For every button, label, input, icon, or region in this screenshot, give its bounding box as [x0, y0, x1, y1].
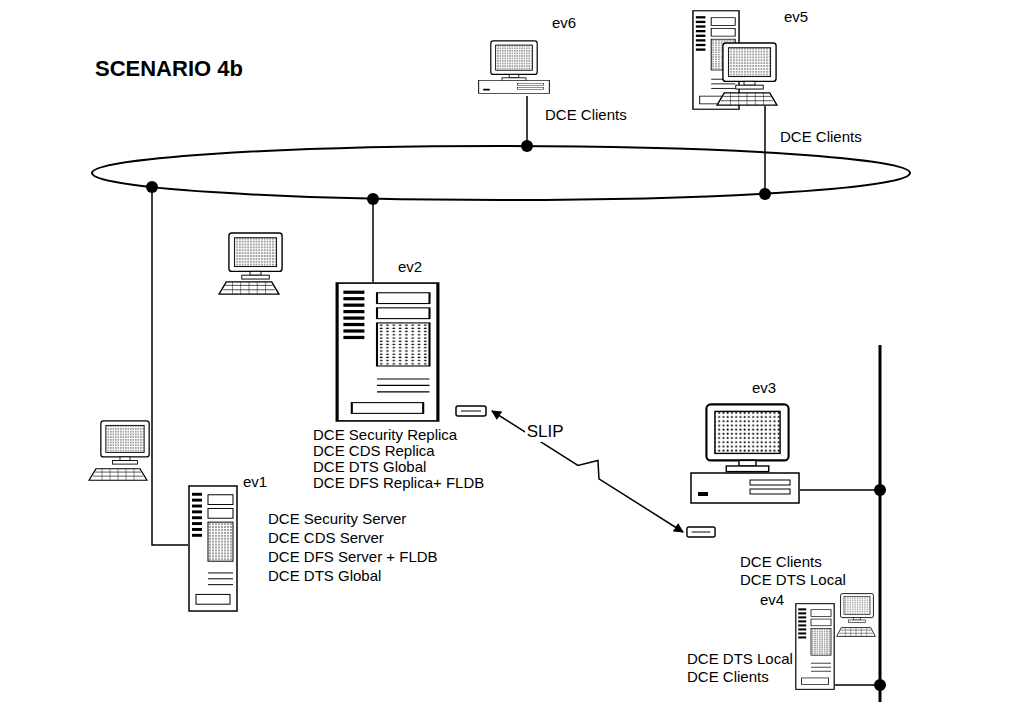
lan-bus: [879, 345, 882, 702]
host-node: ev1DCE Security ServerDCE CDS ServerDCE …: [188, 485, 240, 612]
network-tap: [874, 679, 886, 691]
service-label: DCE DTS Global: [268, 567, 381, 585]
host-name: ev6: [552, 14, 576, 32]
host-node: ev3DCE ClientsDCE DTS Local: [683, 400, 800, 542]
network-tap: [367, 193, 379, 205]
service-label: DCE DTS Local: [740, 571, 846, 589]
service-label: DCE Clients: [740, 553, 822, 571]
keyboard-icon: [219, 282, 279, 294]
network-drop: [835, 684, 880, 686]
host-node: ev5DCE Clients: [690, 8, 780, 108]
service-label: DCE CDS Server: [268, 529, 384, 547]
host-name: ev5: [784, 8, 808, 26]
service-label: DCE Clients: [780, 128, 862, 146]
network-tap: [759, 188, 771, 200]
monitor-icon: [723, 43, 776, 89]
monitor-icon: [229, 233, 282, 279]
modem-icon: [456, 406, 486, 416]
network-drop: [764, 106, 766, 194]
network-drop: [526, 96, 528, 146]
keyboard-icon: [89, 469, 147, 480]
host-node: ev6DCE Clients: [470, 40, 550, 96]
modem-icon: [687, 527, 715, 537]
service-label: DCE Clients: [687, 668, 769, 686]
tower-icon: [337, 283, 438, 421]
monitor-icon: [841, 594, 874, 623]
slip-link: [492, 411, 683, 532]
diagram-title: SCENARIO 4b: [95, 56, 243, 82]
tower-icon: [189, 486, 237, 611]
network-tap: [874, 484, 886, 496]
service-label: DCE DFS Server + FLDB: [268, 548, 438, 566]
service-label: DCE Security Server: [268, 510, 406, 528]
host-name: ev4: [760, 591, 784, 609]
host-name: ev3: [752, 379, 776, 397]
desktop-icon: [691, 473, 799, 503]
monitor-icon: [706, 404, 788, 471]
host-name: ev1: [243, 473, 267, 491]
network-tap: [146, 181, 158, 193]
monitor-icon: [101, 421, 149, 464]
service-label: DCE Clients: [545, 106, 627, 124]
network-ring: [92, 146, 910, 200]
tower-icon: [796, 604, 834, 690]
network-drop: [152, 187, 188, 545]
network-tap: [521, 140, 533, 152]
desktop-icon: [479, 80, 550, 93]
network-drop: [372, 199, 374, 282]
host-node: ev2DCE Security ReplicaDCE CDS ReplicaDC…: [330, 280, 492, 425]
host-node: ev4DCE DTS LocalDCE Clients: [795, 603, 835, 690]
service-label: DCE DFS Replica+ FLDB: [313, 474, 484, 492]
keyboard-icon: [837, 628, 876, 637]
keyboard-icon: [717, 93, 777, 105]
host-name: ev2: [398, 258, 422, 276]
service-label: DCE CDS Replica: [313, 442, 435, 460]
service-label: DCE DTS Global: [313, 458, 426, 476]
monitor-icon: [491, 41, 537, 81]
network-drop: [800, 489, 880, 491]
link-label: SLIP: [525, 422, 566, 442]
service-label: DCE Security Replica: [313, 426, 457, 444]
service-label: DCE DTS Local: [687, 650, 793, 668]
